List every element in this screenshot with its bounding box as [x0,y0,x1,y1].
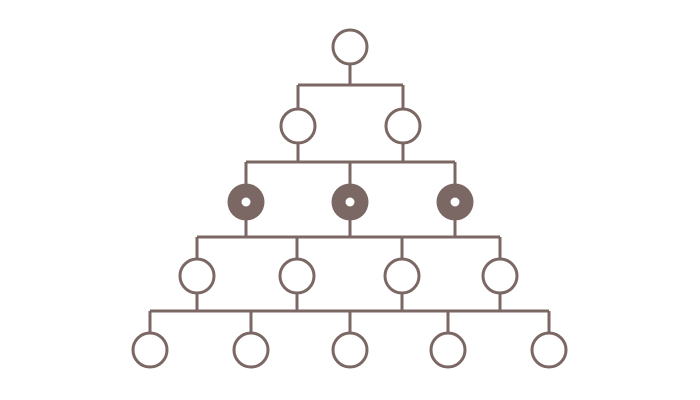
node-circle [481,257,519,295]
connectors-group [148,64,551,333]
highlighted-node-center [345,197,355,207]
node-circle [530,331,568,369]
highlighted-node-center [241,197,251,207]
highlighted-node-center [450,197,460,207]
node-circle [131,331,169,369]
node-circle [279,107,317,145]
node-circle [232,331,270,369]
node-circle [278,257,316,295]
node-circle [331,28,369,66]
nodes-group [131,28,568,369]
node-circle [383,257,421,295]
node-circle [331,331,369,369]
node-circle [429,331,467,369]
node-circle [178,257,216,295]
node-circle [384,107,422,145]
